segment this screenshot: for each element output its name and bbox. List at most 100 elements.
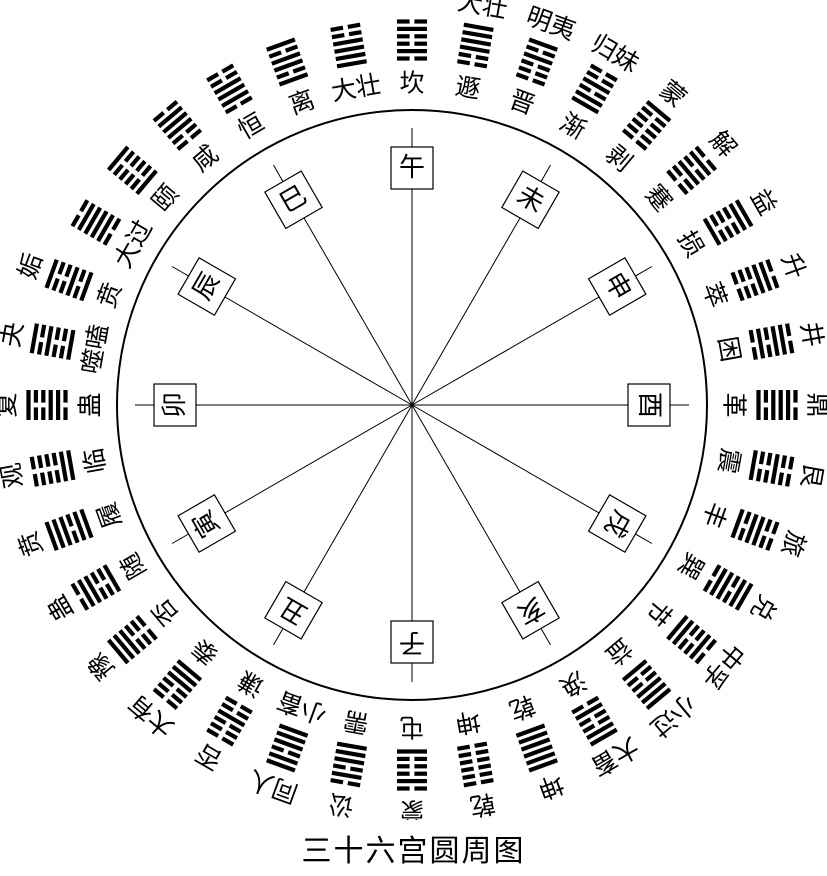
inner-name: 革 xyxy=(720,392,749,417)
inner-name: 节 xyxy=(640,593,678,631)
inner-name-text: 临 xyxy=(78,446,111,476)
yang-line xyxy=(334,44,365,54)
hexagram-symbol xyxy=(571,695,618,747)
yin-line-right xyxy=(123,624,136,637)
hexagram-symbol xyxy=(397,749,427,791)
inner-name: 噬嗑 xyxy=(76,322,113,376)
yang-line xyxy=(217,82,246,102)
yang-line xyxy=(751,264,766,294)
yang-line xyxy=(528,37,558,52)
yin-line-right xyxy=(601,78,615,89)
inner-name: 泰 xyxy=(186,633,224,671)
yang-line xyxy=(645,99,672,123)
yin-line-left xyxy=(112,163,124,177)
hexagram-symbol xyxy=(756,390,798,421)
yin-line-right xyxy=(271,744,285,753)
yang-line xyxy=(621,659,648,682)
yin-line-left xyxy=(397,34,410,39)
hexagram-symbol xyxy=(748,323,795,360)
yin-line-left xyxy=(626,122,639,134)
inner-name: 震 xyxy=(713,446,746,476)
yang-line xyxy=(44,259,59,289)
inner-name-text: 贲 xyxy=(92,278,128,311)
outer-name-text: 大畜 xyxy=(586,732,644,782)
inner-name-text: 谦 xyxy=(233,665,269,703)
yin-line-left xyxy=(287,750,301,759)
yin-line-right xyxy=(763,407,768,421)
outer-name-text: 蛊 xyxy=(42,590,80,626)
outer-name-text: 中孚 xyxy=(696,637,750,694)
yang-line xyxy=(44,325,54,357)
inner-name-text: 萃 xyxy=(697,278,733,311)
yin-line-left xyxy=(414,786,427,791)
yin-line-right xyxy=(705,158,718,172)
yin-line-right xyxy=(635,139,648,151)
yin-line-left xyxy=(331,32,345,40)
yang-line xyxy=(582,76,611,96)
yang-line xyxy=(397,749,427,754)
inner-name: 丰 xyxy=(697,498,733,531)
yang-line xyxy=(709,567,728,596)
yin-line-right xyxy=(129,619,141,632)
yin-line-right xyxy=(284,44,299,53)
inner-name: 遯 xyxy=(453,71,483,104)
hexagram-symbol xyxy=(70,199,122,246)
inner-name: 损 xyxy=(672,226,710,262)
yin-line-left xyxy=(414,756,427,761)
outer-name: 大有 xyxy=(123,689,180,743)
yin-line-right xyxy=(751,346,758,360)
yang-line xyxy=(571,95,600,115)
yin-line-left xyxy=(474,741,488,748)
outer-name-text: 小过 xyxy=(644,689,701,743)
yin-line-left xyxy=(349,766,364,773)
yin-line-left xyxy=(683,155,695,168)
yin-line-right xyxy=(582,723,596,734)
branch-box: 丑 xyxy=(263,580,324,640)
yang-line xyxy=(574,702,603,721)
yin-line-left xyxy=(780,455,788,469)
branch-frame xyxy=(177,493,237,554)
hexagram-symbols xyxy=(26,19,798,791)
yin-line-left xyxy=(688,624,701,637)
hexagram-symbol xyxy=(330,741,367,788)
inner-name: 屯 xyxy=(399,713,424,742)
branch-label: 子 xyxy=(399,627,425,657)
yang-line xyxy=(756,390,761,420)
yang-line xyxy=(51,518,66,549)
yin-line-right xyxy=(221,63,235,74)
hexagram-symbol xyxy=(621,99,672,151)
yin-line-left xyxy=(758,451,766,465)
yin-line-right xyxy=(743,285,752,299)
yin-line-right xyxy=(397,764,410,769)
inner-name-text: 遯 xyxy=(453,71,483,104)
yin-line-left xyxy=(140,632,153,646)
yin-line-left xyxy=(763,327,770,341)
yin-line-left xyxy=(51,344,58,358)
yin-line-left xyxy=(330,25,344,32)
inner-name: 剥 xyxy=(600,139,638,177)
yang-line xyxy=(688,633,712,660)
yin-line-left xyxy=(268,50,282,59)
yin-line-right xyxy=(224,695,238,706)
hexagram-symbol xyxy=(266,37,309,87)
yin-line-right xyxy=(593,91,607,102)
yin-line-left xyxy=(414,771,427,776)
branch-label: 酉 xyxy=(634,392,664,418)
yin-line-left xyxy=(476,756,490,763)
outer-name-text: 讼 xyxy=(327,788,357,820)
inner-name-text: 坎 xyxy=(399,69,424,98)
inner-name-text: 随 xyxy=(114,548,152,584)
hexagram-symbol xyxy=(621,659,672,711)
inner-name: 困 xyxy=(713,334,746,364)
yin-line-right xyxy=(785,473,792,487)
yin-line-right xyxy=(36,455,44,469)
yin-line-left xyxy=(171,133,185,146)
inner-name: 晋 xyxy=(505,85,538,121)
outer-name: 升 xyxy=(776,249,812,282)
yang-line xyxy=(734,199,754,228)
inner-name: 蛊 xyxy=(76,392,105,417)
yin-line-left xyxy=(793,390,798,403)
inner-name-text: 剥 xyxy=(600,139,638,177)
yin-line-left xyxy=(515,72,529,81)
yang-line xyxy=(76,202,96,231)
